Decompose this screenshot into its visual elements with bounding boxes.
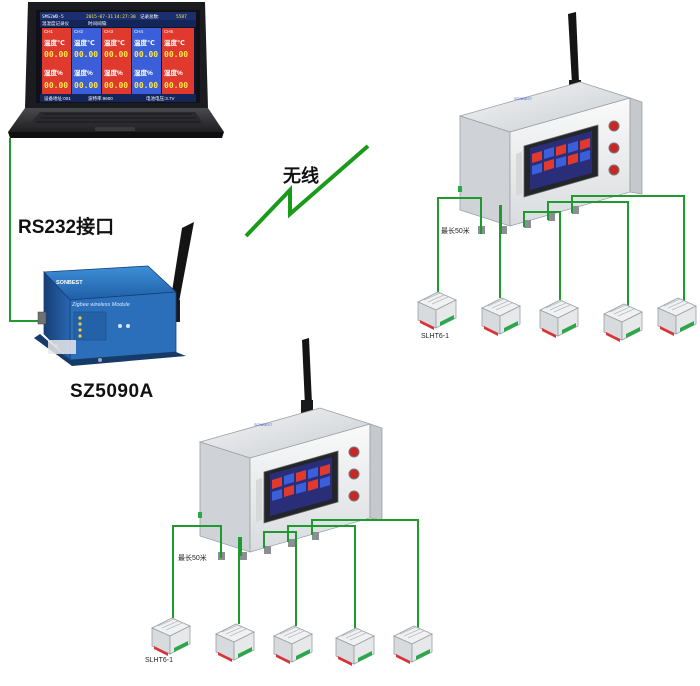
screen-col-1 [42,28,71,94]
unit-1-brand: SONBEST [514,97,533,101]
screen-footer-right: 电池电压:3.7V [146,95,175,102]
svg-text:00.00: 00.00 [104,81,128,90]
gateway-antenna [170,222,194,304]
sensor-2-1 [151,617,191,657]
cable-2-1 [172,525,222,618]
screen-subheader-mid: 时间间隔: [88,20,107,27]
unit-2-brand: SONBEST [254,423,273,427]
screen-grid: CH1 CH2 CH3 CH4 CH5 温度℃ 温度℃ 温度℃ 温度℃ 温度℃ … [44,29,188,90]
svg-text:CH3: CH3 [104,29,113,34]
screen-col-3 [102,28,131,94]
svg-text:湿度%: 湿度% [104,68,123,77]
interface-label: RS232接口 [18,217,115,238]
svg-text:温度℃: 温度℃ [104,38,125,47]
cable-1-4 [547,201,629,306]
svg-text:00.00: 00.00 [134,81,158,90]
svg-text:00.00: 00.00 [74,81,98,90]
screen-header-count: 5587 [176,14,187,20]
svg-text:温度℃: 温度℃ [164,38,185,47]
svg-text:00.00: 00.00 [164,81,188,90]
laptop: SMS2WD-5 2015-07-31 14:27:30 记录总数: 5587 … [8,2,224,138]
svg-text:温度℃: 温度℃ [134,38,155,47]
cable-1-1 [437,197,482,292]
svg-text:温度℃: 温度℃ [74,38,95,47]
screen-col-2 [72,28,101,94]
gateway-model-label: SZ5090A [70,381,154,402]
sensor-1-5 [657,297,697,337]
cable-2-2 [238,537,242,624]
acquisition-unit-2: SONBEST [197,338,383,561]
cable-2-3 [263,531,297,626]
screen-header-right: 记录总数: [140,13,159,20]
screen-footer-mid: 波特率:9600 [88,95,113,102]
svg-text:CH2: CH2 [74,29,83,34]
sensor-cables-1 [437,195,685,306]
rs232-cable [9,138,40,322]
sensor-1-4 [603,303,643,343]
gateway-brand: SONBEST [56,280,83,286]
sensor-1-1 [417,291,457,331]
svg-text:00.00: 00.00 [74,50,98,59]
svg-text:00.00: 00.00 [164,50,188,59]
svg-text:CH4: CH4 [134,29,143,34]
gateway-device: SONBEST Zigbee wireless Module [34,222,194,366]
cable-1-2 [499,205,502,298]
svg-text:湿度%: 湿度% [134,68,153,77]
svg-text:CH5: CH5 [164,29,173,34]
sensor-2-2 [215,623,255,663]
sensor-2-3 [273,625,313,665]
screen-col-4 [132,28,161,94]
svg-text:温度℃: 温度℃ [44,38,65,47]
cable-1-5 [571,195,685,306]
sensor-cables-2 [172,519,419,630]
sensor-2-4 [335,627,375,667]
svg-text:CH1: CH1 [44,29,53,34]
svg-text:湿度%: 湿度% [164,68,183,77]
laptop-touchpad [95,127,135,131]
cable-2-4 [287,525,356,630]
screen-header-date: 2015-07-31 [86,14,113,20]
sensor-2-5 [393,625,433,665]
svg-text:00.00: 00.00 [134,50,158,59]
screen-col-5 [162,28,194,94]
svg-text:00.00: 00.00 [44,50,68,59]
svg-text:00.00: 00.00 [44,81,68,90]
screen-footer-left: 设备地址:001 [44,95,71,102]
cable-2-5 [311,519,419,628]
wireless-label: 无线 [283,166,319,186]
screen-subheader-left: 温湿度记录仪 [42,20,69,27]
sensor-1-3 [539,299,579,339]
unit-1-antenna [568,12,579,84]
cable-1-3 [523,211,561,302]
svg-text:湿度%: 湿度% [74,68,93,77]
acquisition-unit-1: SONBEST [457,12,643,235]
svg-text:湿度%: 湿度% [44,68,63,77]
screen-header-time: 14:27:30 [114,14,136,20]
svg-text:00.00: 00.00 [104,50,128,59]
wireless-link-icon [244,144,370,238]
sensor-model-label-1: SLHT6-1 [421,333,450,340]
sensor-model-label-2: SLHT6-1 [145,657,174,664]
screen-header-left: SMS2WD-5 [42,14,64,20]
sensor-group-1 [417,291,697,343]
gateway-panel-text: Zigbee wireless Module [71,302,130,308]
max-distance-label-1: 最长50米 [441,228,470,235]
unit-2-antenna [302,338,312,406]
sensor-group-2 [151,617,433,667]
sensor-1-2 [481,297,521,337]
max-distance-label-2: 最长50米 [178,555,207,562]
